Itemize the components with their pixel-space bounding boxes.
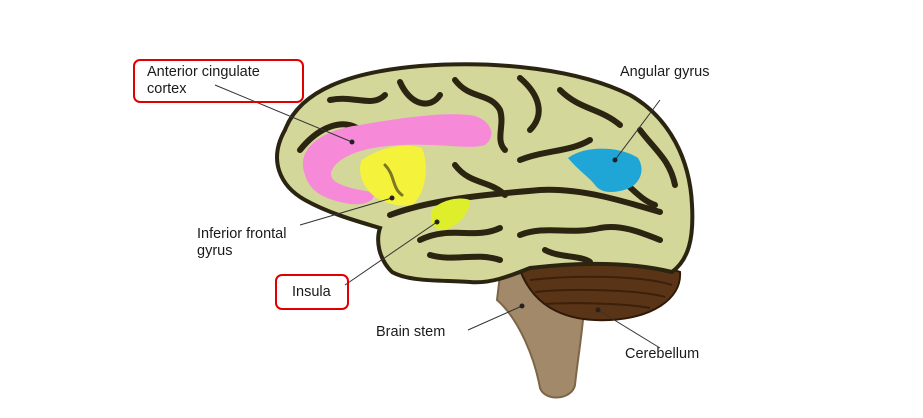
leader-line-cerebellum: [597, 309, 661, 349]
cerebellum-label: Cerebellum: [625, 346, 700, 362]
anterior-cingulate-label: Anterior cingulate cortex: [133, 59, 304, 103]
insula-region: [430, 198, 470, 231]
angular-gyrus-label: Angular gyrus: [620, 64, 710, 80]
insula-label: Insula: [275, 274, 349, 310]
inferior-frontal-label: Inferior frontal gyrus: [197, 226, 287, 259]
leader-dot-cerebellum: [595, 307, 601, 313]
leader-dot-acc: [349, 139, 355, 145]
angular-gyrus-region: [568, 148, 642, 193]
leader-line-angular: [614, 99, 661, 161]
leader-line-ifg: [299, 197, 393, 226]
leader-dot-angular: [612, 157, 618, 163]
leader-dot-insula: [434, 219, 440, 225]
leader-dot-stem: [519, 303, 525, 309]
brain-stem-label: Brain stem: [376, 324, 446, 340]
leader-line-acc: [214, 84, 353, 143]
leader-line-stem: [467, 305, 523, 331]
leader-line-insula: [344, 221, 438, 286]
anterior-cingulate-region: [302, 114, 492, 205]
leader-dot-ifg: [389, 195, 395, 201]
